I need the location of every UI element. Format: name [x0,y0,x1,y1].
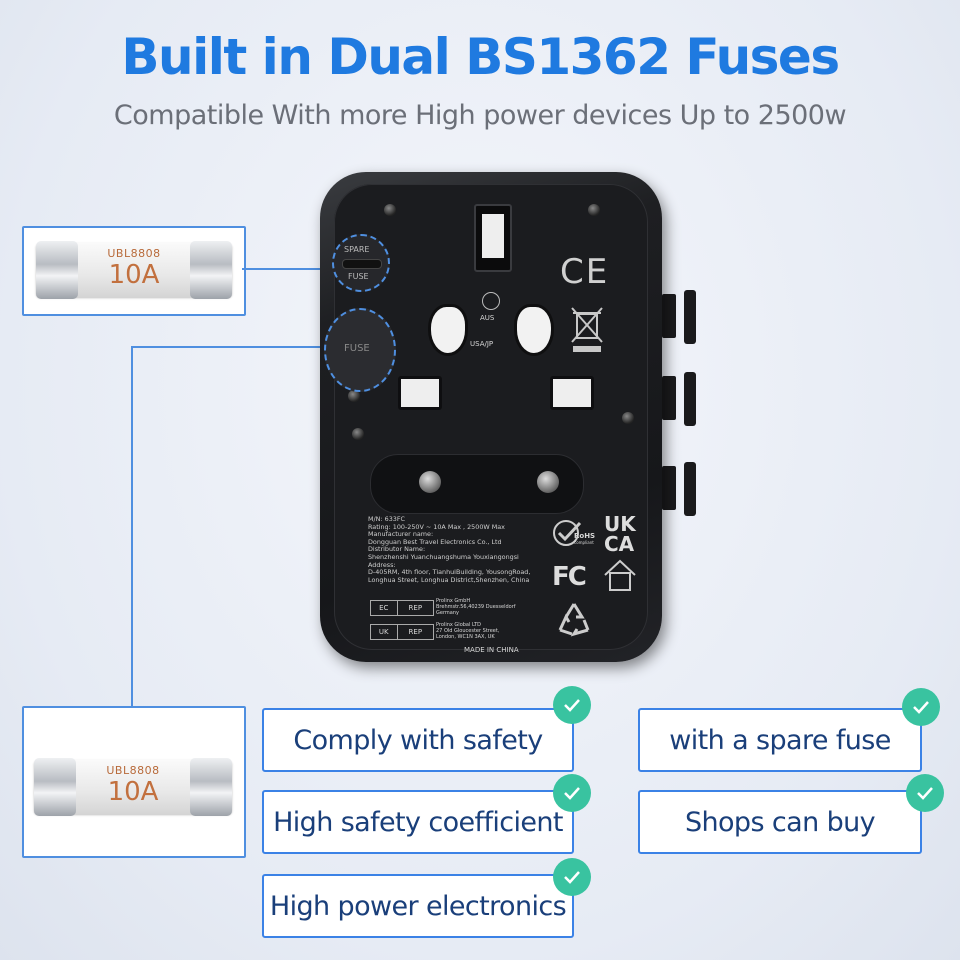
rohs-icon: RoHS compliant [552,518,596,550]
ec-rep-block: EC REP [370,600,434,616]
fuse-cap-right [190,758,232,816]
plug-prong-tip [684,290,696,344]
check-icon [553,858,591,896]
socket-label-usa: USA/JP [470,340,494,348]
spare-label: SPARE [344,245,370,254]
fuse-model: UBL8808 [107,247,161,260]
ec-tag: EC [371,601,398,615]
spec-line: Address: [368,560,396,569]
fuse-model: UBL8808 [106,764,160,777]
plug-prong-tip [684,372,696,426]
uk-rep-address: Prolinx Global LTD 27 Old Gloucester Str… [436,622,499,640]
ce-mark: CE [560,252,610,292]
uk-rep-line: Prolinx Global LTD [436,622,481,628]
ec-rep-line: Germany [436,610,459,616]
spec-line: Longhua Street, Longhua District,Shenzhe… [368,575,530,584]
screw [588,204,600,216]
feature-label: Shops can buy [684,806,876,838]
spec-line: M/N: 633FC [368,515,405,523]
rohs-label: RoHS [574,532,596,540]
spare-fuse-callout: UBL8808 10A [22,226,246,316]
socket-slot-left [428,304,468,356]
fuse-callout: UBL8808 10A [22,706,246,858]
check-icon [906,774,944,812]
uk-rep-line: London, WC1N 3AX, UK [436,634,495,640]
spec-line: Distributor Name: [368,545,426,554]
weee-bin-icon [568,304,608,358]
uk-tag: UK [371,625,398,639]
spec-label: M/N: 633FC Rating: 100-250V ~ 10A Max , … [368,515,531,584]
screw [622,412,634,424]
spec-line: Rating: 100-250V ~ 10A Max , 2500W Max [368,522,505,531]
fuse-slot [342,259,382,269]
earth-pin-icon [482,292,500,310]
fuse-cap-left [36,241,78,299]
uk-slot-right [550,376,594,410]
fuse-cap-right [190,241,232,299]
spec-line: Dongguan Best Travel Electronics Co., Lt… [368,537,502,546]
fuse-rating: 10A [108,260,160,290]
ec-rep-line: Brehmstr.56,40239 Duesseldorf [436,604,516,610]
check-icon [553,686,591,724]
plug-prong [662,376,676,420]
rep-tag: REP [408,628,423,636]
screw [384,204,396,216]
page-title: Built in Dual BS1362 Fuses [121,28,840,86]
plug-prong [662,466,676,510]
ec-rep-address: Prolinx GmbH Brehmstr.56,40239 Duesseldo… [436,598,516,616]
earth-slot [474,204,512,272]
fuse-cap-left [34,758,76,816]
check-icon [902,688,940,726]
made-in-label: MADE IN CHINA [464,646,519,654]
feature-shops: Shops can buy [638,790,922,854]
eu-pin-right [537,471,559,493]
fcc-mark: FC [552,562,587,592]
socket-slot-right [514,304,554,356]
plug-prong [662,294,676,338]
connector-line [131,346,331,348]
page-subtitle: Compatible With more High power devices … [113,100,847,131]
screw [348,390,360,402]
feature-comply-safety: Comply with safety [262,708,574,772]
recycle-icon [554,600,594,644]
fuse-image: UBL8808 10A [34,758,232,816]
feature-label: Comply with safety [293,724,543,756]
uk-rep-line: 27 Old Gloucester Street, [436,628,500,634]
spec-line: D-405RM, 4th floor, TianhuiBuilding, You… [368,568,531,577]
rohs-sub: compliant [574,540,594,545]
spec-line: Shenzhenshi Yuanchuangshuma Youxiangongs… [368,552,519,561]
socket-label-aus: AUS [480,314,495,322]
feature-label: High safety coefficient [273,806,563,838]
rep-tag: REP [408,604,423,612]
feature-high-power: High power electronics [262,874,574,938]
feature-spare-fuse: with a spare fuse [638,708,922,772]
connector-line [242,268,334,270]
home-icon [602,558,638,596]
spare-fuse-label: FUSE [348,272,369,281]
universal-socket: AUS USA/JP [428,292,554,358]
eu-pin-left [419,471,441,493]
plug-prong-tip [684,462,696,516]
fuse-compartment[interactable]: FUSE [324,308,396,392]
ec-rep-line: Prolinx GmbH [436,598,471,604]
fuse-label: FUSE [344,343,370,354]
fuse-rating: 10A [107,777,159,807]
screw [352,428,364,440]
feature-label: with a spare fuse [669,724,891,756]
feature-label: High power electronics [269,890,567,922]
eu-socket [370,454,584,514]
connector-line [131,346,133,706]
check-icon [553,774,591,812]
fuse-image: UBL8808 10A [36,241,232,299]
uk-slot-left [398,376,442,410]
spec-line: Manufacturer name: [368,530,434,539]
ukca-mark-bottom: CA [604,532,635,556]
ukca-mark-top: UK [604,512,636,536]
uk-rep-block: UK REP [370,624,434,640]
travel-adapter: SPARE FUSE FUSE AUS USA/JP CE M/N: 633F [320,172,662,662]
spare-fuse-compartment[interactable]: SPARE FUSE [332,234,390,292]
feature-high-safety: High safety coefficient [262,790,574,854]
